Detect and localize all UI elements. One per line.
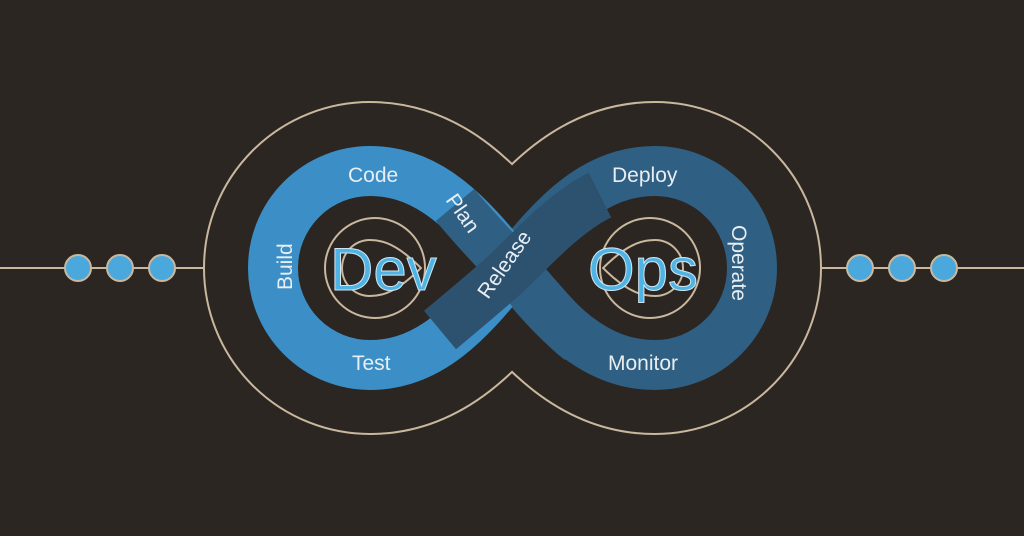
dot	[64, 254, 92, 282]
stage-deploy: Deploy	[612, 164, 678, 187]
dot	[846, 254, 874, 282]
stage-operate: Operate	[727, 225, 750, 301]
stage-code: Code	[348, 164, 398, 187]
stage-monitor: Monitor	[608, 352, 678, 375]
dev-title: Dev	[330, 236, 437, 303]
dot	[888, 254, 916, 282]
dev-inner-outline	[324, 217, 426, 319]
stage-build: Build	[274, 243, 297, 290]
ops-band	[492, 145, 777, 391]
ops-title: Ops	[588, 236, 698, 303]
release-band	[423, 172, 612, 350]
ops-inner-outline	[599, 217, 701, 319]
stage-test: Test	[352, 352, 391, 375]
right-dots	[846, 254, 958, 282]
dot	[930, 254, 958, 282]
dev-band	[248, 145, 532, 391]
dot	[148, 254, 176, 282]
dot	[106, 254, 134, 282]
left-dots	[64, 254, 176, 282]
